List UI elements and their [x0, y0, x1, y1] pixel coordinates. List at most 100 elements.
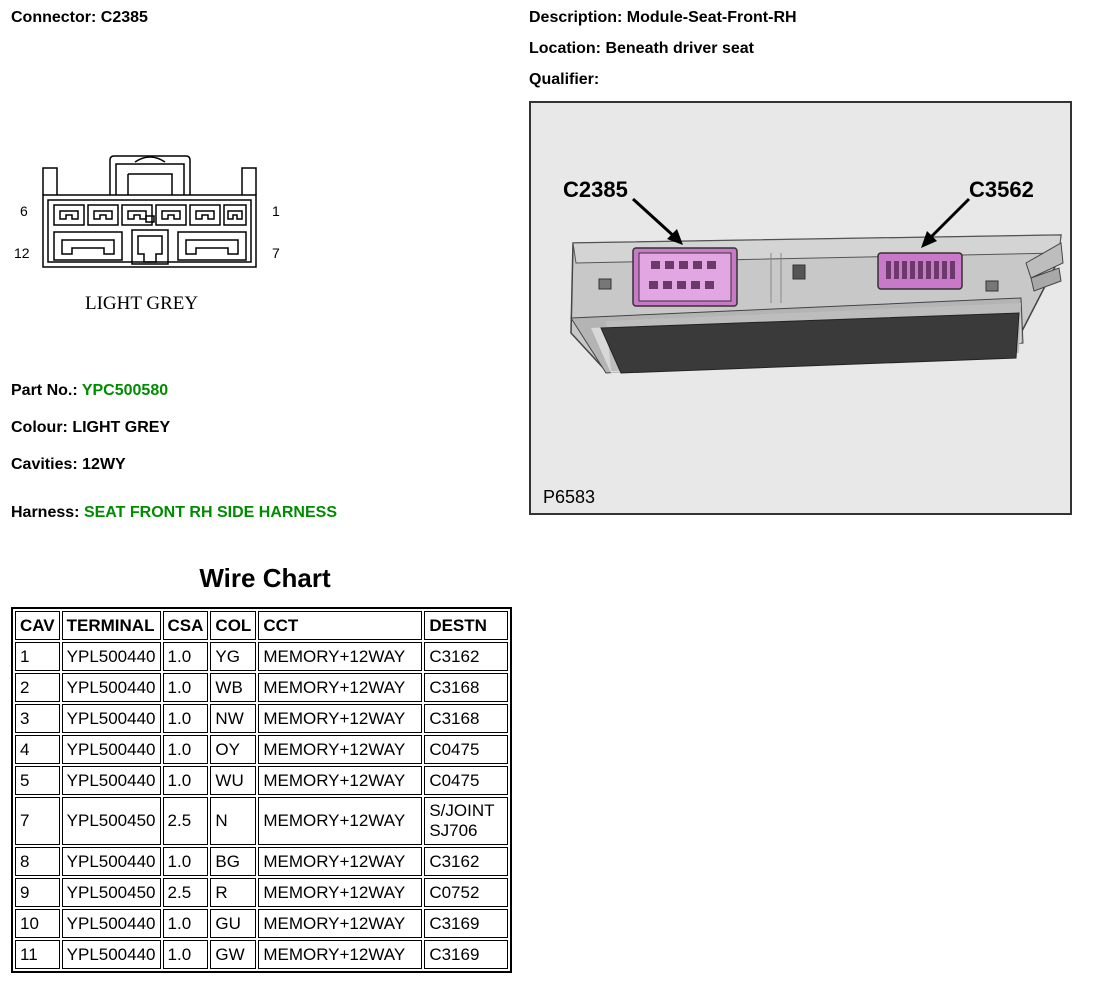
pin-number-12: 12	[14, 245, 30, 261]
cell-csa: 2.5	[162, 797, 209, 845]
cell-terminal: YPL500440	[61, 847, 161, 876]
cell-destn[interactable]: C3162	[424, 642, 509, 671]
cell-col: GU	[210, 909, 257, 938]
cavities-value: 12WY	[82, 456, 126, 473]
cell-cct: MEMORY+12WAY	[258, 704, 423, 733]
c3562-connector-shape	[877, 252, 963, 290]
cell-destn[interactable]: C3168	[424, 673, 509, 702]
cell-col: NW	[210, 704, 257, 733]
cell-cav: 11	[15, 940, 60, 969]
cell-csa: 1.0	[162, 766, 209, 795]
harness-link[interactable]: SEAT FRONT RH SIDE HARNESS	[83, 504, 337, 521]
colour-line: Colour: LIGHT GREY	[11, 419, 170, 437]
cell-destn[interactable]: S/JOINT SJ706	[424, 797, 509, 845]
c2385-connector-shape	[632, 247, 738, 307]
colour-label: Colour:	[11, 419, 68, 436]
connector-label: Connector:	[11, 9, 97, 26]
part-number-label: Part No.:	[11, 382, 78, 399]
cell-cct: MEMORY+12WAY	[258, 940, 423, 969]
cell-destn[interactable]: C0475	[424, 735, 509, 764]
cell-cav: 4	[15, 735, 60, 764]
cell-cct: MEMORY+12WAY	[258, 909, 423, 938]
column-header-destn: DESTN	[424, 611, 509, 640]
column-header-cct: CCT	[258, 611, 423, 640]
cell-terminal: YPL500450	[61, 878, 161, 907]
description-value: Module-Seat-Front-RH	[626, 9, 797, 26]
cell-destn[interactable]: C0475	[424, 766, 509, 795]
cell-col: WB	[210, 673, 257, 702]
cavities-label: Cavities:	[11, 456, 78, 473]
cell-terminal: YPL500440	[61, 940, 161, 969]
module-illustration: C2385 C3562 P6583	[543, 177, 1064, 507]
harness-line: Harness: SEAT FRONT RH SIDE HARNESS	[11, 504, 337, 522]
module-location-photo: C2385 C3562 P6583	[529, 101, 1072, 515]
cell-csa: 2.5	[162, 878, 209, 907]
pin-number-7: 7	[272, 245, 280, 261]
location-value: Beneath driver seat	[605, 40, 754, 57]
cell-col: BG	[210, 847, 257, 876]
location-label: Location:	[529, 40, 601, 57]
cell-destn[interactable]: C0752	[424, 878, 509, 907]
figure-id: P6583	[543, 487, 595, 507]
cell-destn[interactable]: C3162	[424, 847, 509, 876]
connector-face-drawing: 6 1 12 7 LIGHT GREY	[14, 155, 280, 314]
connector-heading: Connector: C2385	[11, 9, 148, 27]
colour-value: LIGHT GREY	[72, 419, 171, 436]
cell-destn[interactable]: C3169	[424, 909, 509, 938]
cell-cav: 5	[15, 766, 60, 795]
cell-terminal: YPL500440	[61, 673, 161, 702]
cell-terminal: YPL500440	[61, 704, 161, 733]
connector-face-diagram: 6 1 12 7 LIGHT GREY	[10, 150, 300, 320]
cell-col: GW	[210, 940, 257, 969]
cell-col: YG	[210, 642, 257, 671]
cell-csa: 1.0	[162, 940, 209, 969]
cell-csa: 1.0	[162, 847, 209, 876]
cell-terminal: YPL500440	[61, 766, 161, 795]
cell-destn[interactable]: C3169	[424, 940, 509, 969]
cell-terminal: YPL500440	[61, 735, 161, 764]
description-label: Description:	[529, 9, 623, 26]
cell-terminal: YPL500440	[61, 909, 161, 938]
cell-col: R	[210, 878, 257, 907]
cell-cav: 10	[15, 909, 60, 938]
column-header-csa: CSA	[162, 611, 209, 640]
cavities-line: Cavities: 12WY	[11, 456, 126, 474]
cell-cct: MEMORY+12WAY	[258, 878, 423, 907]
qualifier-label: Qualifier:	[529, 71, 600, 88]
harness-label: Harness:	[11, 504, 80, 521]
column-header-terminal: TERMINAL	[61, 611, 161, 640]
wire-chart-title: Wire Chart	[199, 563, 331, 593]
cell-cav: 1	[15, 642, 60, 671]
pin-number-6: 6	[20, 203, 28, 219]
location-line: Location: Beneath driver seat	[529, 40, 754, 58]
cell-csa: 1.0	[162, 909, 209, 938]
connector-id: C2385	[100, 9, 148, 26]
cell-destn[interactable]: C3168	[424, 704, 509, 733]
cell-cav: 2	[15, 673, 60, 702]
part-number-link[interactable]: YPC500580	[81, 382, 169, 399]
pin-number-1: 1	[272, 203, 280, 219]
part-number-line: Part No.: YPC500580	[11, 382, 168, 400]
cell-cct: MEMORY+12WAY	[258, 735, 423, 764]
cell-col: WU	[210, 766, 257, 795]
wire-chart-header-row: CAV TERMINAL CSA COL CCT DESTN	[15, 611, 509, 640]
callout-c2385: C2385	[563, 177, 628, 202]
cell-cav: 3	[15, 704, 60, 733]
cell-cct: MEMORY+12WAY	[258, 673, 423, 702]
cell-col: OY	[210, 735, 257, 764]
callout-c3562: C3562	[969, 177, 1034, 202]
cell-cct: MEMORY+12WAY	[258, 766, 423, 795]
cell-col: N	[210, 797, 257, 845]
cell-cav: 7	[15, 797, 60, 845]
cell-cct: MEMORY+12WAY	[258, 642, 423, 671]
cell-csa: 1.0	[162, 704, 209, 733]
